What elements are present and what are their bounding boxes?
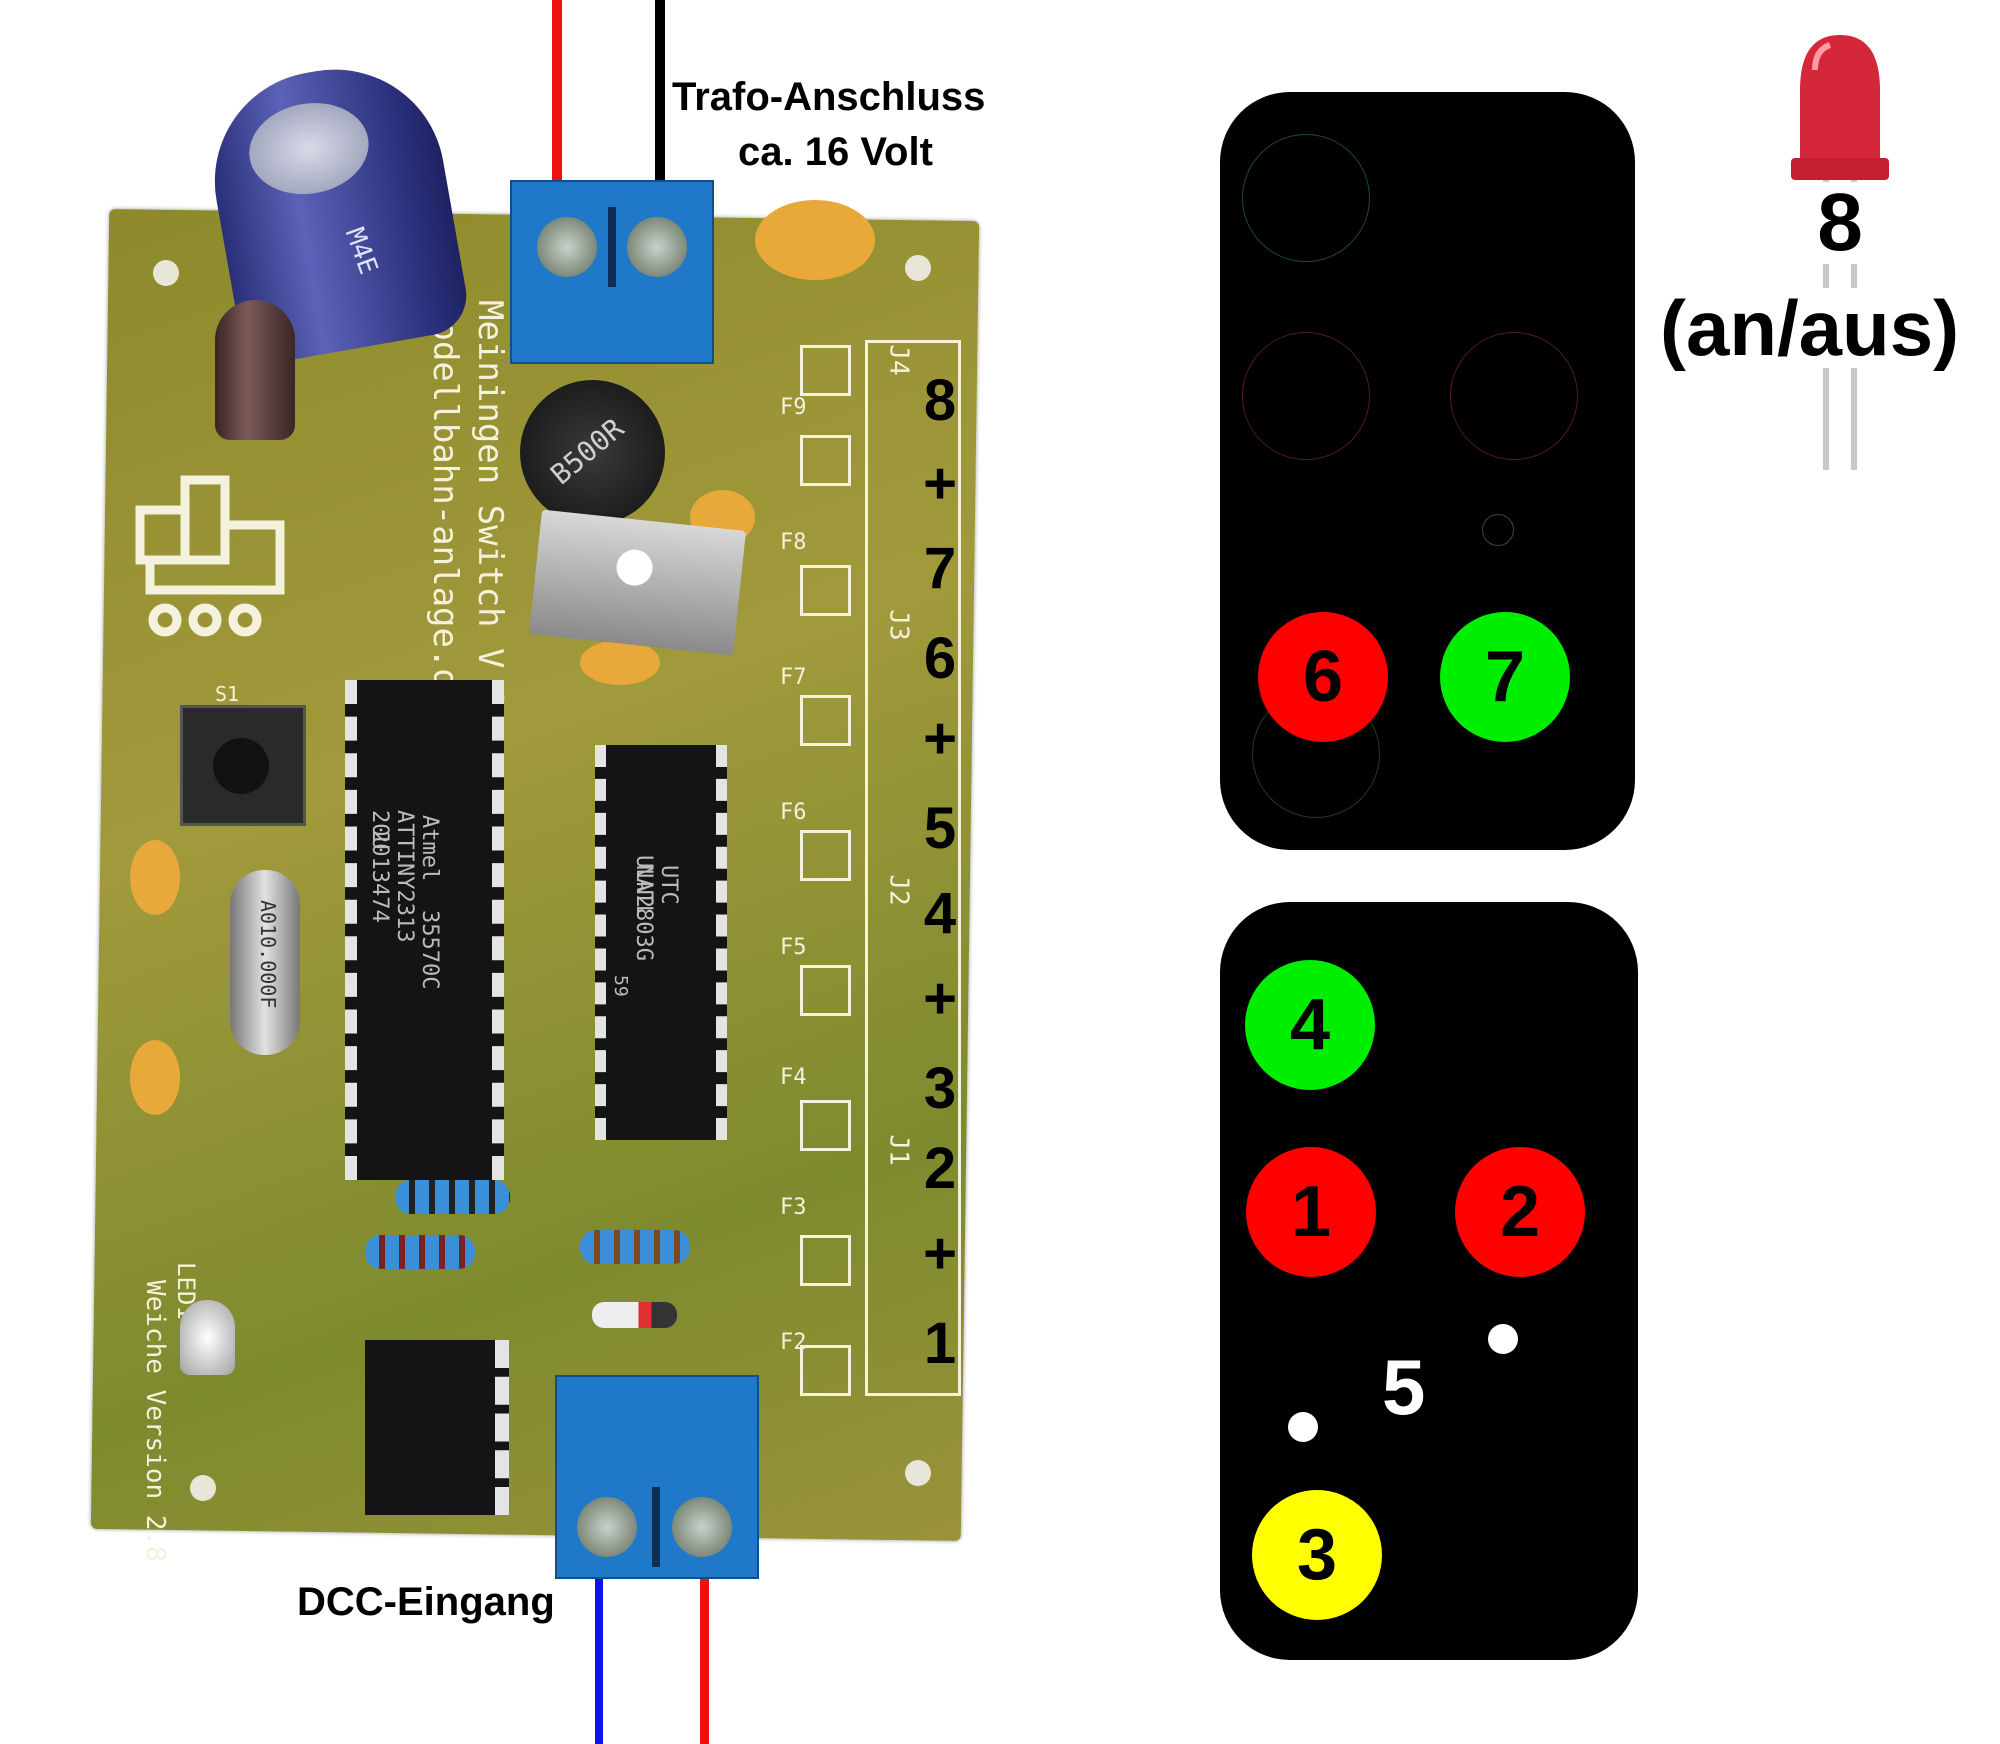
diode [592,1302,677,1328]
lamp-off [1450,332,1578,460]
chip1-line3: 2013474 [367,830,392,923]
screw-icon[interactable] [537,217,597,277]
lamp-7: 7 [1440,612,1570,742]
cap-label: M4E [338,223,384,279]
dcc-label: DCC-Eingang [297,1580,555,1624]
fuse-f7: F7 [780,665,807,690]
mount-hole [905,255,931,281]
trafo-label-line1: Trafo-Anschluss [672,75,986,119]
mount-hole [190,1475,216,1501]
terminal-label: + [923,706,957,771]
lamp-off [1242,134,1370,262]
terminal-label: 4 [923,881,957,946]
terminal-label: + [923,451,957,516]
red-wire-bottom [700,1570,709,1744]
dots-label: 5 [1382,1343,1426,1431]
connector-j4: J4 [883,344,914,376]
bridge-rectifier: B500R [520,380,665,525]
terminal-label: 6 [923,626,957,691]
lamp-3: 3 [1252,1490,1382,1620]
fuse-f3: F3 [780,1195,807,1220]
terminal-label: 8 [923,368,957,433]
resistor [580,1230,690,1264]
lamp-2: 2 [1455,1147,1585,1277]
terminal-label: 3 [923,1056,957,1121]
blue-wire-bottom [595,1570,603,1744]
terminal-label: 5 [923,796,957,861]
terminal-label: 2 [923,1136,957,1201]
screw-icon[interactable] [672,1497,732,1557]
resistor [365,1235,475,1269]
terminal-label: + [923,1221,957,1286]
uln2803-chip: UTC NATL ULN2803G 59 [595,745,727,1140]
fuse-f5: F5 [780,935,807,960]
connector-j2: J2 [883,874,914,906]
terminal-label: + [923,966,957,1031]
mount-hole [905,1460,931,1486]
chip2-line2: ULN2803G [631,855,656,961]
trafo-label-line2: ca. 16 Volt [738,130,933,174]
ceramic-capacitor [755,200,875,280]
terminal-label: 7 [923,536,957,601]
fuse-f8: F8 [780,530,807,555]
fuse-f6: F6 [780,800,807,825]
board-url: modellbahn-anlage.de [425,300,465,710]
signal-lower: 4 1 2 5 3 [1220,902,1638,1660]
ceramic-capacitor [580,640,660,685]
resistor [395,1180,510,1214]
led-number: 8 [1800,182,1880,264]
lamp-1: 1 [1246,1147,1376,1277]
white-dot [1488,1324,1518,1354]
board-led [180,1300,235,1375]
optocoupler-chip [365,1340,509,1515]
lamp-4: 4 [1245,960,1375,1090]
fuse-f9: F9 [780,395,807,420]
attiny-chip: Atmel 35570C ATTINY2313 20U 2013474 [345,680,504,1180]
voltage-regulator [529,509,746,656]
locomotive-logo-icon [135,475,285,637]
ceramic-capacitor [130,840,180,915]
switch-ref: S1 [215,682,240,706]
fuse-f4: F4 [780,1065,807,1090]
ceramic-capacitor [130,1040,180,1115]
connector-outline [865,340,961,1396]
terminal-label: 1 [923,1311,957,1376]
rectifier-label: B500R [544,411,631,492]
chip1-line1: 35570C [417,910,442,990]
lamp-off [1242,332,1370,460]
dcc-terminal-block[interactable] [555,1375,759,1579]
small-capacitor [215,300,295,440]
crystal-label: A010.000F [256,900,280,1009]
signal-upper: 6 7 [1220,92,1635,850]
board-version: Weiche Version 2.8 [140,1280,170,1562]
screw-icon[interactable] [627,217,687,277]
fuse-column [800,345,851,1396]
chip2-line3: 59 [610,975,631,997]
mount-hole [153,260,179,286]
push-button[interactable] [180,705,306,826]
lamp-off [1482,514,1514,546]
crystal-oscillator: A010.000F [230,870,300,1055]
white-dot [1288,1412,1318,1442]
lamp-6: 6 [1258,612,1388,742]
red-wire-top [552,0,562,200]
led-state-label: (an/aus) [1660,284,1960,372]
trafo-terminal-block[interactable] [510,180,714,364]
screw-icon[interactable] [577,1497,637,1557]
chip1-brand: Atmel [417,815,442,882]
black-wire-top [655,0,665,200]
fuse-f2: F2 [780,1330,807,1355]
connector-j3: J3 [883,609,914,641]
connector-j1: J1 [883,1134,914,1166]
